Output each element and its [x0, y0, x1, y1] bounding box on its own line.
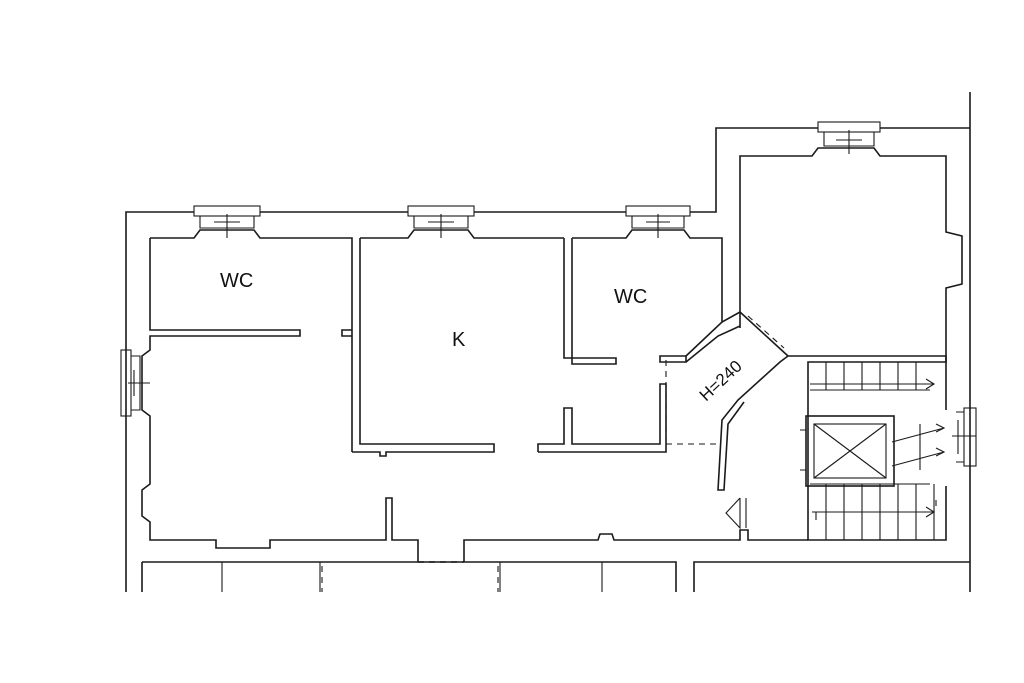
window-wc-right: [625, 205, 691, 238]
entrance-arrow-icon: [725, 497, 747, 530]
elevator-shaft: [800, 415, 895, 487]
interior-walls: [341, 238, 947, 541]
room-label-wc-right: WC: [614, 286, 647, 308]
room-label-wc-left: WC: [220, 270, 253, 292]
room-label-kitchen: K: [452, 329, 466, 351]
staircase: [810, 362, 946, 540]
exterior-walls: [125, 92, 971, 592]
ceiling-height-label: H=240: [696, 357, 746, 405]
window-wc-left: [193, 205, 261, 238]
window-kitchen: [407, 205, 475, 238]
window-west: [120, 349, 150, 417]
window-east-stair: [952, 407, 977, 467]
window-north-east: [817, 121, 881, 154]
windows: [120, 121, 977, 467]
